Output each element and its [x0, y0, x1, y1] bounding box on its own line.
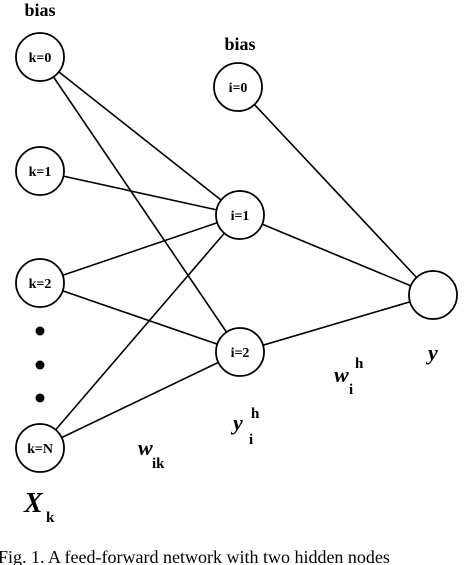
weight-output-label: w h i — [334, 356, 364, 398]
input-bias-label: bias — [24, 0, 55, 20]
edge-k2-i2 — [39, 282, 241, 353]
edge-i2-y — [239, 294, 434, 353]
input-var-label: X — [23, 488, 44, 519]
figure-caption: Fig. 1. A feed-forward network with two … — [0, 547, 390, 565]
weight-input-var: w — [138, 435, 153, 460]
ellipsis-dot — [35, 326, 45, 336]
input-node-k2: k=2 — [15, 258, 65, 308]
input-node-k1: k=1 — [15, 146, 65, 196]
edge-i1-y — [239, 214, 434, 296]
ellipsis-dot — [35, 393, 45, 403]
edge-k0-i1 — [39, 56, 241, 216]
input-node-label: k=1 — [29, 165, 52, 180]
output-layer: w h i y — [334, 270, 458, 398]
hidden-node-i2: i=2 — [215, 327, 265, 377]
output-node — [408, 270, 458, 320]
input-node-label: k=2 — [29, 277, 52, 292]
input-node-kN: k=N — [15, 423, 65, 473]
edge-k1-i1 — [39, 170, 241, 216]
weight-output-superscript: h — [355, 356, 364, 372]
hidden-output-var: y — [230, 410, 243, 435]
weight-output-var: w — [334, 362, 349, 387]
input-node-k0: k=0 — [15, 32, 65, 82]
hidden-node-label: i=0 — [229, 81, 248, 96]
hidden-output-label: y h i — [230, 406, 260, 448]
input-node-label: k=N — [27, 442, 53, 457]
input-var-subscript: k — [46, 510, 55, 526]
input-vector-label: X k — [23, 488, 55, 526]
hidden-output-subscript: i — [249, 432, 253, 448]
weight-output-subscript: i — [349, 382, 353, 398]
hidden-node-label: i=2 — [231, 346, 250, 361]
hidden-node-label: i=1 — [231, 209, 250, 224]
hidden-bias-label: bias — [224, 34, 255, 54]
edge-kN-i1 — [39, 214, 241, 449]
ellipsis-dots — [35, 326, 45, 403]
edge-kN-i2 — [39, 351, 241, 449]
edge-k2-i1 — [39, 214, 241, 284]
weight-input-subscript: ik — [152, 456, 165, 472]
edges — [39, 56, 434, 449]
hidden-layer: bias i=0 i=1 i=2 w ik y h i — [138, 34, 265, 472]
input-node-label: k=0 — [29, 51, 52, 66]
hidden-node-i0: i=0 — [213, 62, 263, 112]
input-layer: bias k=0 k=1 k=2 k=N X k — [15, 0, 65, 526]
ellipsis-dot — [35, 360, 45, 370]
hidden-node-i1: i=1 — [215, 190, 265, 240]
edge-k0-i2 — [39, 56, 241, 353]
edge-i0-y — [237, 86, 434, 296]
weight-input-label: w ik — [138, 435, 165, 472]
hidden-output-superscript: h — [251, 406, 260, 422]
output-label: y — [425, 340, 438, 365]
